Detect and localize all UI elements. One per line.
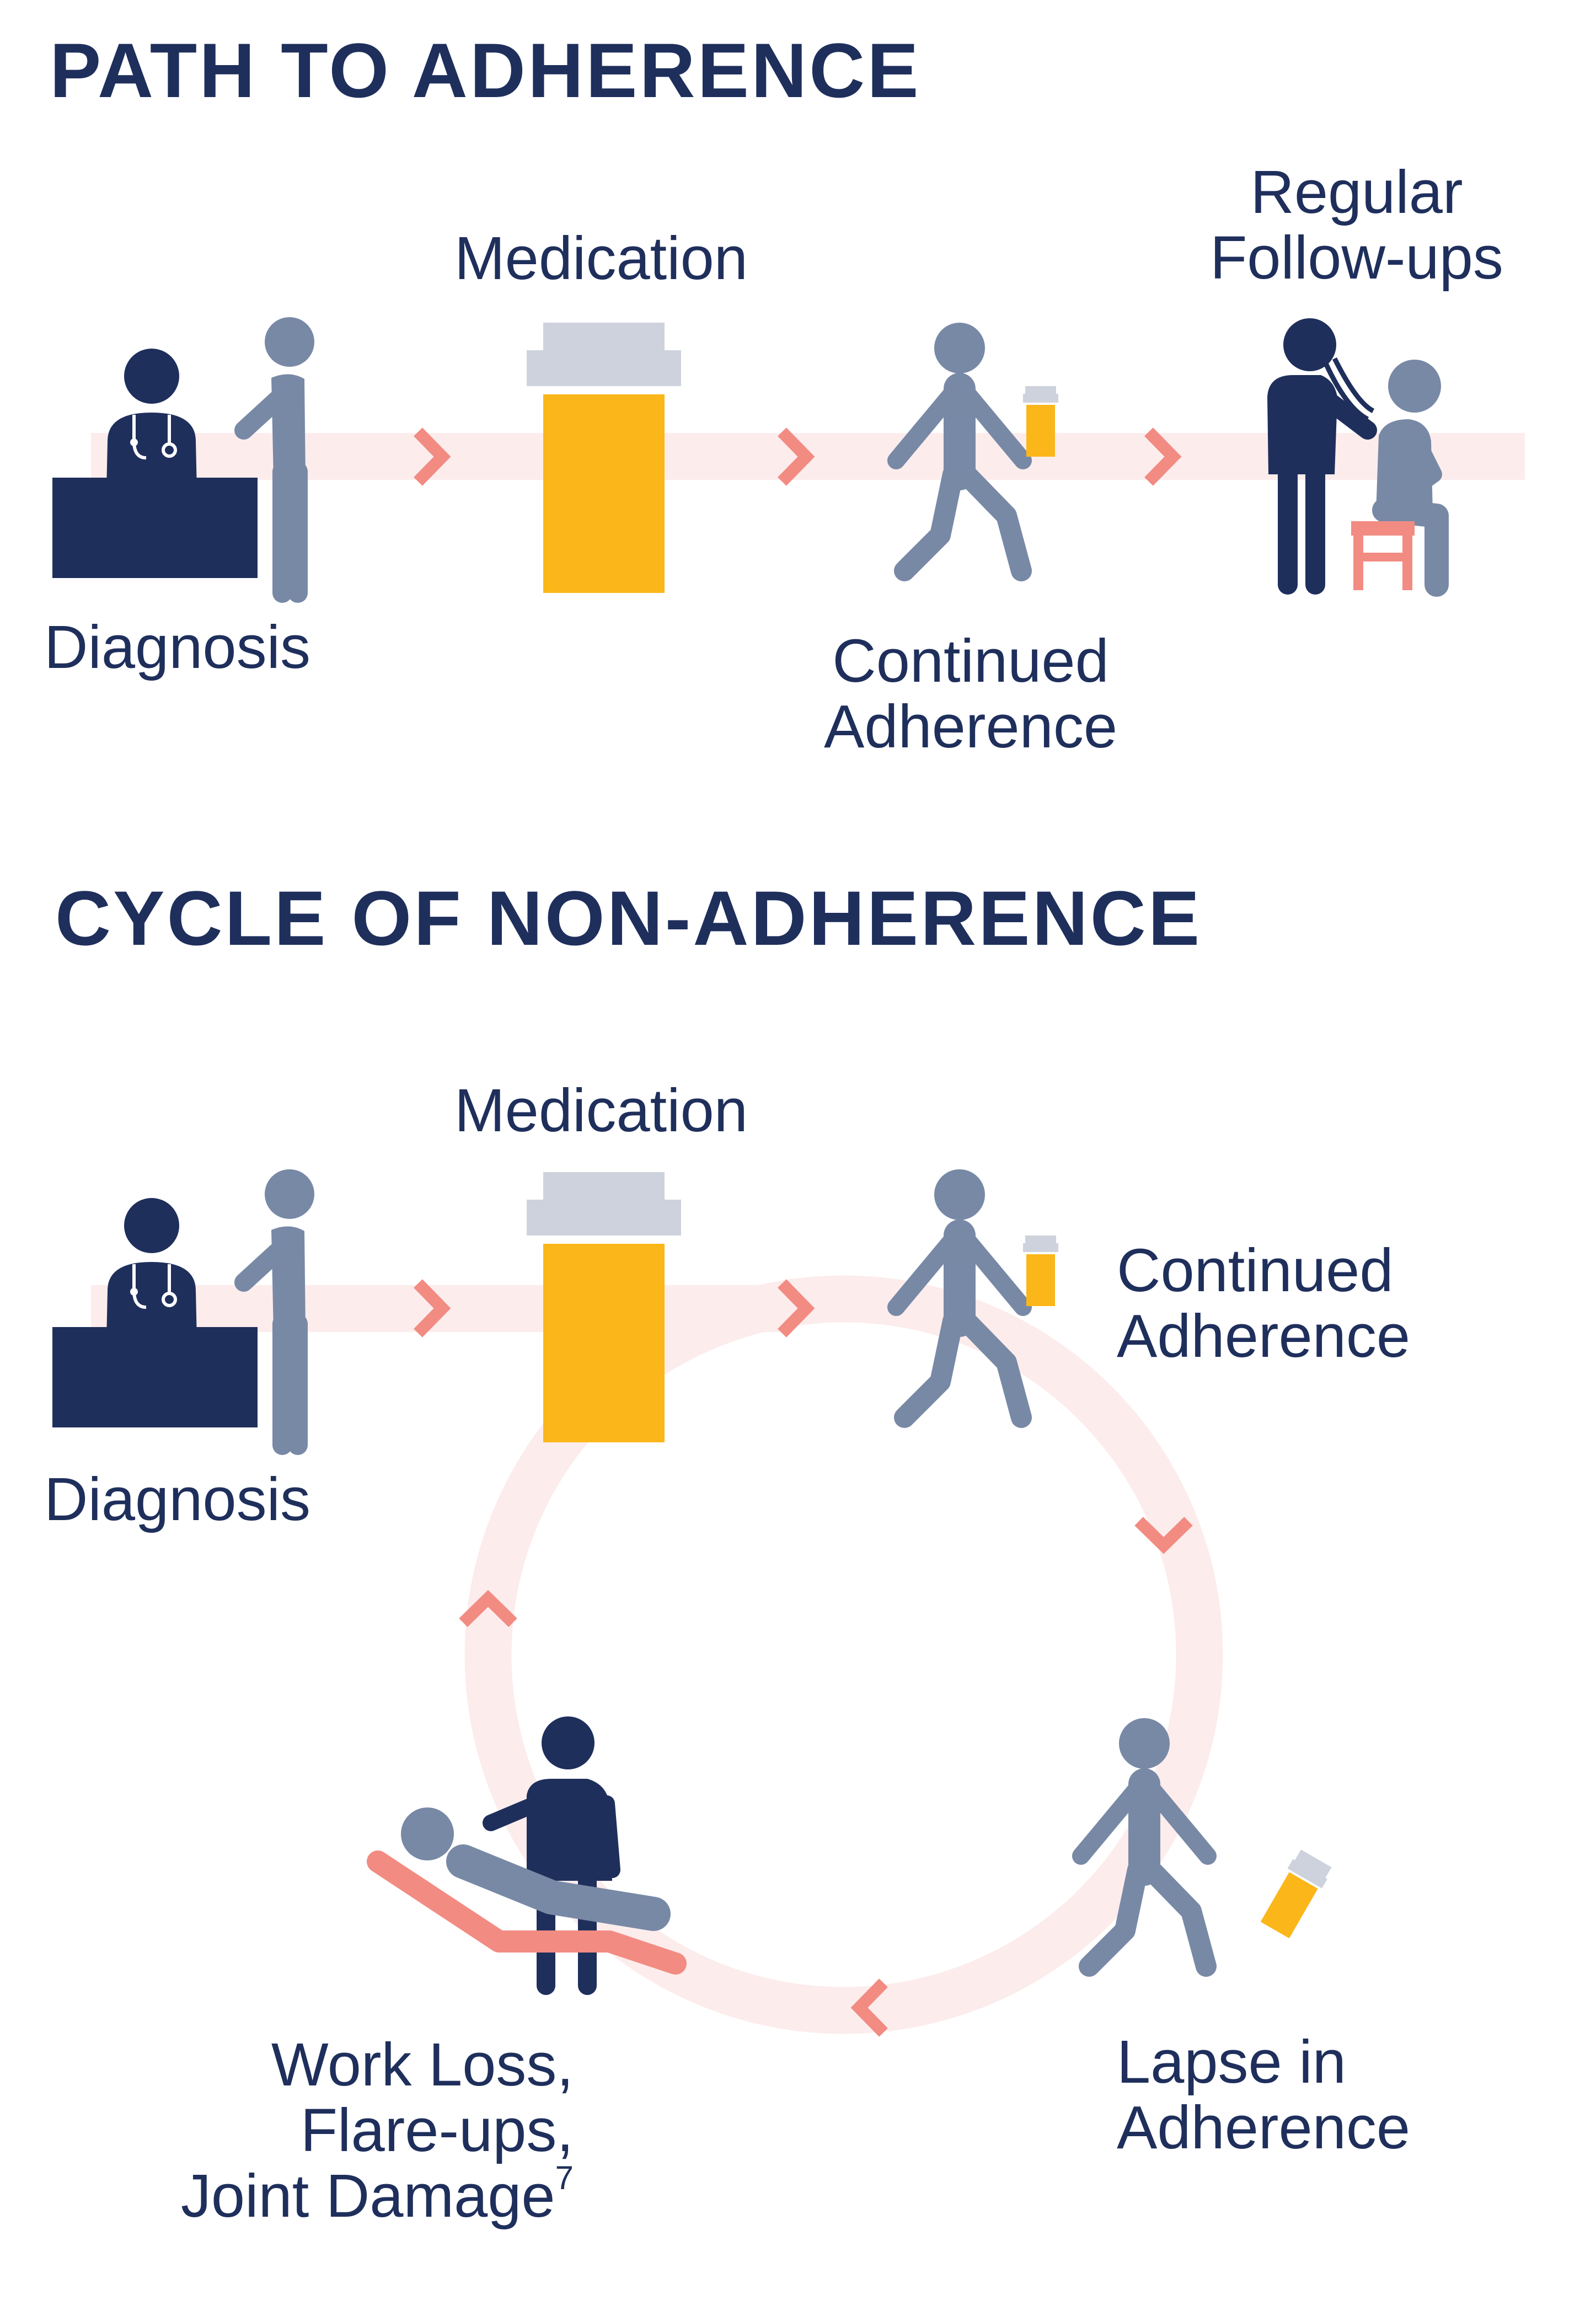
path-followup-label: Regular Follow-ups (1158, 158, 1555, 292)
small-pill-bottle-icon (1023, 1235, 1058, 1306)
path-title: PATH TO ADHERENCE (50, 27, 921, 114)
consequence-line3-text: Joint Damage (180, 2162, 555, 2230)
doctor-stethoscope-icon (1267, 318, 1377, 595)
cycle-diagnosis-label: Diagnosis (44, 1465, 311, 1533)
footnote-marker: 7 (555, 2159, 574, 2196)
path-diagnosis-label: Diagnosis (44, 613, 311, 681)
walking-person-icon (896, 323, 1023, 571)
seated-patient-icon (1351, 360, 1449, 597)
path-followup-line1: Regular (1250, 158, 1463, 226)
cycle-consequence-line1: Work Loss, (271, 2031, 574, 2099)
reclining-patient-icon (367, 1716, 687, 1995)
cycle-lapse-line2: Adherence (1117, 2093, 1411, 2162)
pill-bottle-icon (527, 1172, 681, 1442)
path-continued-label: Continued Adherence (761, 627, 1180, 761)
cycle-ring (464, 1275, 1223, 2034)
walking-person-icon (896, 1169, 1023, 1418)
cycle-continued-label: Continued Adherence (1117, 1238, 1410, 1370)
small-pill-bottle-icon (1023, 386, 1058, 457)
cycle-lapse-label: Lapse in Adherence (1117, 2028, 1411, 2162)
path-medication-label: Medication (454, 224, 748, 292)
path-continued-line2: Adherence (823, 692, 1118, 761)
cycle-consequence-line2: Flare-ups, (300, 2096, 574, 2164)
fallen-pill-bottle-icon (1260, 1849, 1332, 1939)
cycle-continued-line2: Adherence (1117, 1302, 1411, 1370)
cycle-consequence-line3: Joint Damage7 (66, 2160, 574, 2230)
path-followup-line2: Follow-ups (1210, 223, 1503, 292)
path-continued-line1: Continued (832, 627, 1109, 695)
cycle-continued-line1: Continued (1117, 1237, 1394, 1304)
cycle-medication-label: Medication (454, 1077, 748, 1144)
cycle-consequence-label: Work Loss, Flare-ups, Joint Damage7 (66, 2032, 574, 2229)
cycle-title: CYCLE OF NON-ADHERENCE (55, 875, 1202, 961)
cycle-lapse-line1: Lapse in (1117, 2028, 1346, 2096)
pill-bottle-icon (527, 323, 681, 593)
